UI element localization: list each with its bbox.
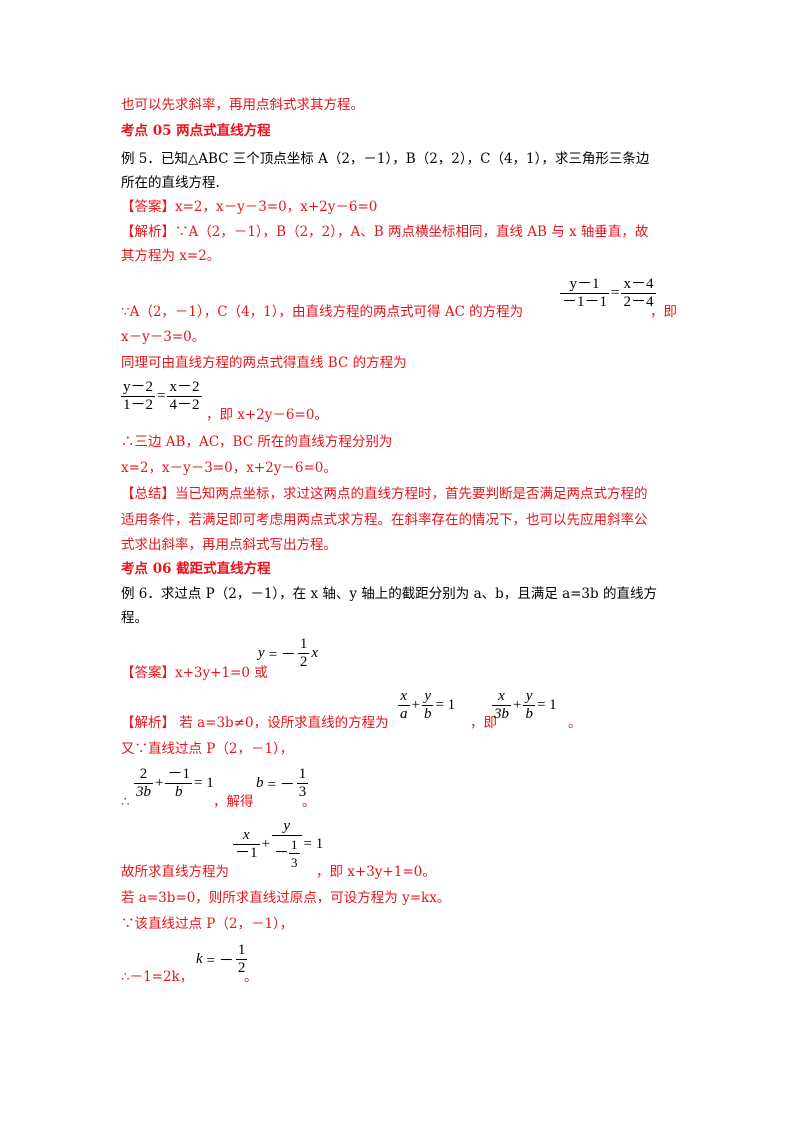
conclusion-line-2: x=2，x－y－3=0，x+2y－6=0。 [121,460,337,476]
analysis-6: 【解析】 若 a=3b≠0，设所求直线的方程为 [121,715,389,731]
analysis-6-end: 。 [568,715,582,731]
answer-5: 【答案】x=2，x－y－3=0，x+2y－6=0 [121,199,378,215]
final-equation-result: ，即 x+3y+1=0。 [316,864,436,880]
therefore-mark: ∴ [121,794,130,810]
example-6-line-2: 程。 [121,610,148,626]
zero-intercept-case: 若 a=3b=0，则所求直线过原点，可设方程为 y=kx。 [121,890,451,906]
example-6-line-1: 例 6．求过点 P（2，－1），在 x 轴、y 轴上的截距分别为 a、b，且满足… [121,586,657,602]
k-end: 。 [244,969,258,985]
summary-line-1: 【总结】当已知两点坐标，求过这两点的直线方程时，首先要判断是否满足两点式方程的 [121,486,648,502]
analysis-6-mid: ，即 [470,715,497,731]
final-equation-label: 故所求直线方程为 [121,864,229,880]
ac-result: x－y－3=0。 [121,329,206,345]
line-through-p: ∵该直线过点 P（2，－1）， [121,916,294,932]
bc-line-text: 同理可由直线方程的两点式得直线 BC 的方程为 [121,355,407,371]
example-5-line-2: 所在的直线方程. [121,175,220,191]
k-equation-text: ∴－1=2k， [121,969,194,985]
section-heading-06: 考点 06 截距式直线方程 [121,561,271,577]
solve-end: 。 [302,794,316,810]
bc-result: ，即 x+2y－6=0。 [206,407,328,423]
solve-text: ，解得 [213,794,254,810]
example-5-line-1: 例 5．已知△ABC 三个顶点坐标 A（2，－1），B（2，2），C（4，1），… [121,151,650,167]
ac-line-end: ，即 [650,304,677,320]
point-condition: 又∵直线过点 P（2，－1）， [121,741,294,757]
analysis-5-line-1: 【解析】∵A（2，－1），B（2，2），A、B 两点横坐标相同，直线 AB 与 … [121,224,649,240]
ac-line-text: ∵A（2，－1），C（4，1），由直线方程的两点式可得 AC 的方程为 [121,304,524,320]
analysis-5-line-2: 其方程为 x=2。 [121,248,221,264]
answer-6: 【答案】x+3y+1=0 或 [121,665,268,681]
text-line: 也可以先求斜率，再用点斜式求其方程。 [121,97,364,113]
section-heading-05: 考点 05 两点式直线方程 [121,123,271,139]
conclusion-line-1: ∴三边 AB，AC，BC 所在的直线方程分别为 [121,434,393,450]
summary-line-2: 适用条件，若满足即可考虑用两点式求方程。在斜率存在的情况下，也可以先应用斜率公 [121,512,648,528]
summary-line-3: 式求出斜率，再用点斜式写出方程。 [121,537,337,553]
